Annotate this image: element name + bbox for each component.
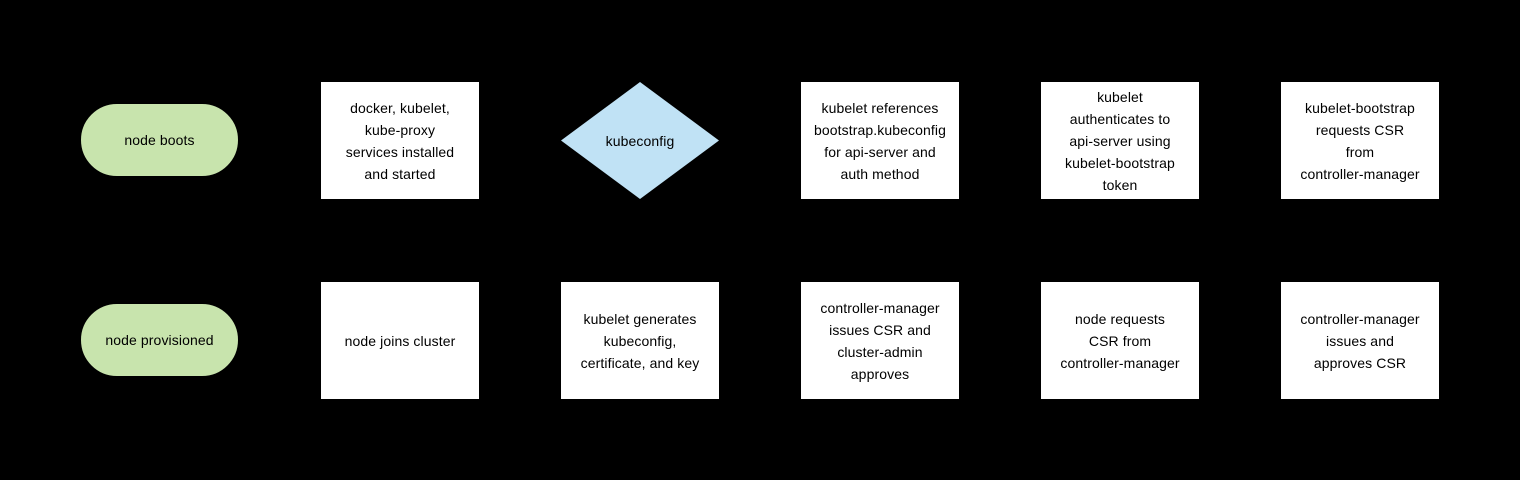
flow-node-label: kubelet generates kubeconfig, certificat… [580, 310, 700, 371]
flow-node-label: node provisioned [105, 332, 214, 348]
flow-node-services-installed[interactable]: docker, kubelet, kube-proxy services ins… [321, 82, 479, 199]
flow-node-node-joins-cluster[interactable]: node joins cluster [321, 282, 479, 399]
flow-node-label: controller-manager issues and approves C… [1300, 310, 1420, 371]
flow-node-controller-manager-issues-csr[interactable]: controller-manager issues CSR and cluste… [801, 282, 959, 399]
flow-node-kubelet-generates[interactable]: kubelet generates kubeconfig, certificat… [561, 282, 719, 399]
flow-node-label: kubelet authenticates to api-server usin… [1065, 88, 1175, 193]
flow-node-kubelet-bootstrap-requests-csr[interactable]: kubelet-bootstrap requests CSR from cont… [1281, 82, 1439, 199]
flow-node-label: kubelet-bootstrap requests CSR from cont… [1300, 99, 1420, 182]
flow-node-kubelet-authenticates[interactable]: kubelet authenticates to api-server usin… [1041, 82, 1199, 199]
flow-node-node-provisioned[interactable]: node provisioned [81, 304, 238, 376]
flow-node-node-boots[interactable]: node boots [81, 104, 238, 176]
flow-node-label: docker, kubelet, kube-proxy services ins… [345, 99, 455, 182]
flow-node-label: node boots [124, 132, 195, 148]
flow-node-kubelet-references-bootstrap[interactable]: kubelet references bootstrap.kubeconfig … [801, 82, 959, 199]
flow-node-label: kubelet references bootstrap.kubeconfig … [814, 99, 946, 182]
flow-node-label: node joins cluster [344, 332, 456, 349]
flow-node-controller-manager-approves-csr[interactable]: controller-manager issues and approves C… [1281, 282, 1439, 399]
flow-node-kubeconfig[interactable]: kubeconfig [561, 82, 719, 199]
flow-node-label: controller-manager issues CSR and cluste… [820, 299, 940, 382]
flow-node-node-requests-csr[interactable]: node requests CSR from controller-manage… [1041, 282, 1199, 399]
flow-node-label: node requests CSR from controller-manage… [1060, 310, 1180, 371]
flow-node-label: kubeconfig [605, 132, 675, 149]
